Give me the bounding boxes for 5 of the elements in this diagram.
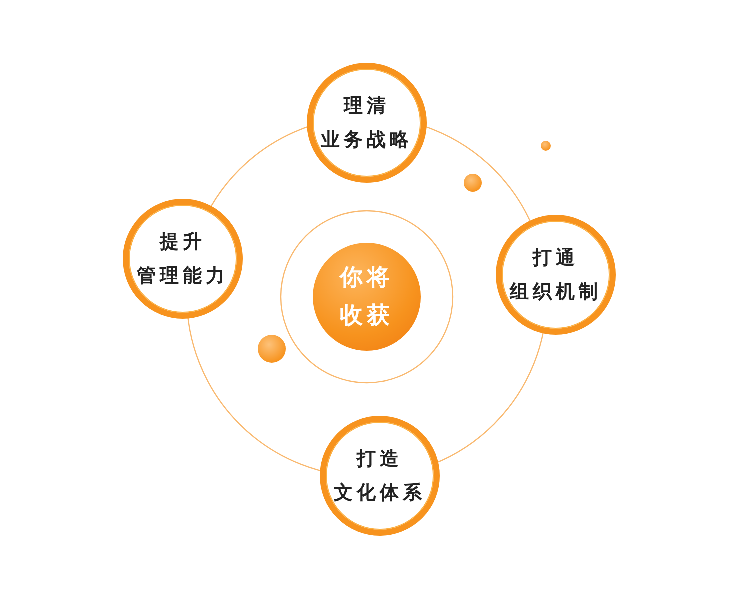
topic-label: 提升管理能力 <box>137 230 229 289</box>
topic-label: 你将收获 <box>340 264 394 331</box>
topic-label: 打造文化体系 <box>334 447 426 506</box>
topic-label: 理清业务战略 <box>321 94 413 153</box>
topic-label: 打通组织机制 <box>510 246 602 305</box>
